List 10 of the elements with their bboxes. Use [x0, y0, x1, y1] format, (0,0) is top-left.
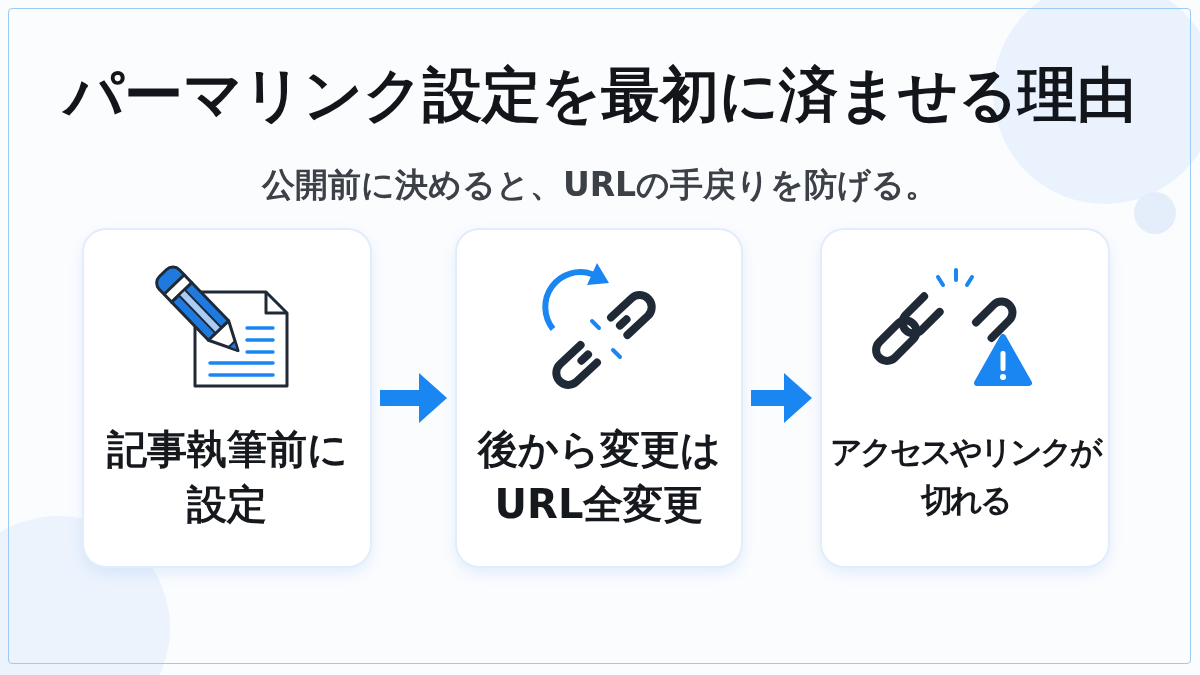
card-text: 後から変更はURL全変更 [476, 425, 722, 529]
arrow [380, 373, 447, 423]
card-text: アクセスやリンクが切れる [829, 432, 1101, 521]
step-card [457, 230, 741, 566]
arrow [751, 373, 812, 423]
step-card [822, 230, 1108, 566]
title: パーマリンク設定を最初に済ませる理由 [64, 59, 1136, 131]
subtitle: 公開前に決めると、URLの手戻りを防げる。 [261, 164, 939, 206]
card-text: 記事執筆前に設定 [105, 425, 349, 529]
step-card [84, 230, 370, 566]
